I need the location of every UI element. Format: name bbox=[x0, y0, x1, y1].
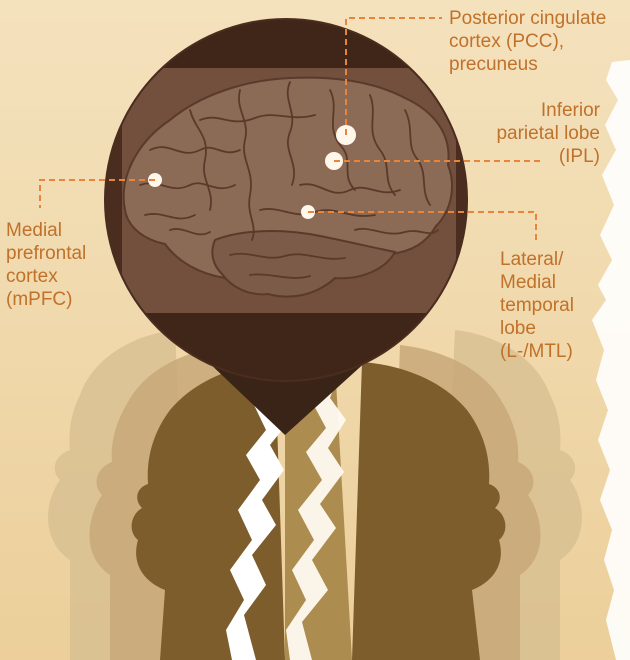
label-mpfc: Medial prefrontal cortex (mPFC) bbox=[6, 219, 86, 311]
label-ipl: Inferior parietal lobe (IPL) bbox=[496, 99, 600, 168]
label-mtl: Lateral/ Medial temporal lobe (L-/MTL) bbox=[500, 248, 574, 363]
label-pcc: Posterior cingulate cortex (PCC), precun… bbox=[449, 7, 606, 76]
